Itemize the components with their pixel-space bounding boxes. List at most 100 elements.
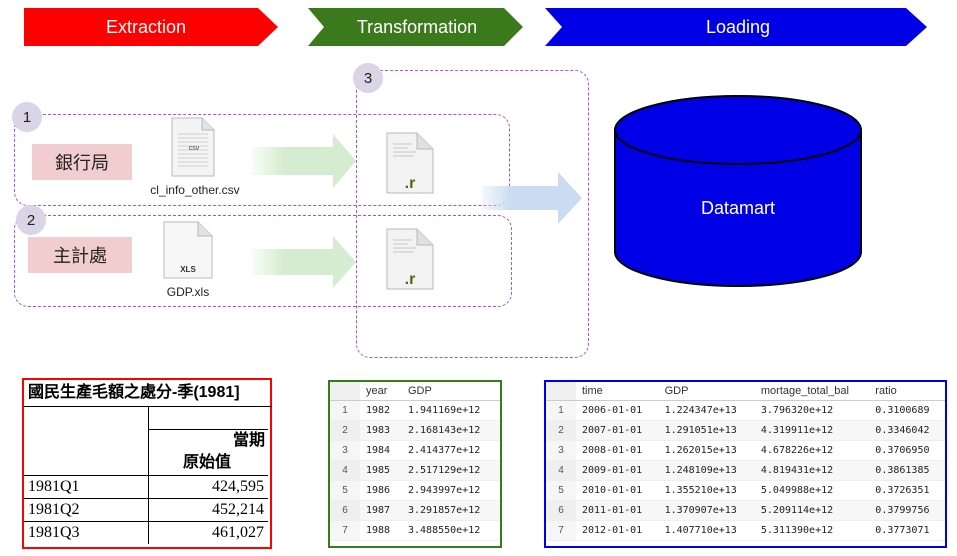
- df-merged-row-index: 2: [546, 420, 576, 441]
- df-merged-row-index: 6: [546, 500, 576, 521]
- df-merged-column-header: GDP: [658, 382, 755, 401]
- gdp-sheet-value: 424,595: [148, 475, 268, 499]
- datamart-label: Datamart: [700, 198, 776, 218]
- loading-label: Loading: [705, 16, 771, 37]
- r-script-icon-1: .r: [386, 132, 434, 194]
- source-group-2: [14, 215, 512, 307]
- extraction-chevron: [24, 8, 278, 46]
- df-merged-cell: 0.3799756: [869, 500, 945, 521]
- df-gdp-cell: 1983: [360, 420, 402, 441]
- xls-file-icon: XLS: [163, 221, 213, 279]
- gdp-sheet-title: 國民生產毛額之處分-季(1981]: [24, 380, 272, 407]
- gdp-sheet-quarter: 1981Q2: [24, 498, 149, 522]
- transformation-label: Transformation: [356, 16, 478, 37]
- df-merged-cell: 0.3346042: [869, 420, 945, 441]
- df-merged-cell: 1.248109e+13: [658, 460, 755, 481]
- df-gdp-row-index: 1: [330, 400, 360, 421]
- gdp-sheet-header-raw: 原始值: [182, 454, 231, 471]
- xls-file-name: GDP.xls: [166, 285, 210, 299]
- source-group-1: [14, 114, 510, 206]
- datamart-cylinder: [614, 95, 862, 287]
- df-merged-column-header: [546, 382, 576, 401]
- df-merged-cell: 1.370907e+13: [658, 500, 755, 521]
- step-number-3: 3: [353, 63, 383, 93]
- arrow-to-datamart: [482, 172, 582, 224]
- extraction-label: Extraction: [105, 16, 187, 37]
- transformation-chevron: [308, 8, 523, 46]
- df-merged-cell: 5.209114e+12: [754, 500, 870, 521]
- df-merged-cell: 0.3861385: [869, 460, 945, 481]
- df-gdp-row-index: 2: [330, 420, 360, 441]
- df-merged-cell: 0.3726351: [869, 480, 945, 501]
- df-merged-cell: 2010-01-01: [576, 480, 659, 501]
- df-merged-row-index: 7: [546, 520, 576, 541]
- df-gdp-cell: 1985: [360, 460, 402, 481]
- df-gdp-cell: 2.168143e+12: [401, 420, 500, 441]
- gdp-sheet-quarter: 1981Q3: [24, 521, 149, 544]
- csv-file-name: cl_info_other.csv: [150, 183, 240, 197]
- xls-icon-text: XLS: [180, 265, 196, 274]
- gdp-sheet-quarter: 1981Q1: [24, 475, 149, 499]
- df-gdp-row-index: 7: [330, 520, 360, 541]
- df-gdp-column-header: GDP: [401, 382, 500, 401]
- step-number-1: 1: [12, 102, 42, 132]
- df-gdp-cell: 2.943997e+12: [401, 480, 500, 501]
- csv-icon-text: csv: [189, 145, 200, 152]
- df-gdp-cell: 3.488550e+12: [401, 520, 500, 541]
- df-merged-column-header: time: [576, 382, 659, 401]
- gdp-sheet-value: 461,027: [148, 521, 268, 544]
- df-gdp-cell: 1.941169e+12: [401, 400, 500, 421]
- df-merged-column-header: ratio: [869, 382, 945, 401]
- df-merged-cell: 1.224347e+13: [658, 400, 755, 421]
- arrow-xls-to-script: [252, 236, 356, 288]
- r-script-icon-2: .r: [386, 228, 434, 290]
- df-merged-row-index: 5: [546, 480, 576, 501]
- df-merged-cell: 0.3100689: [869, 400, 945, 421]
- df-merged-cell: 2009-01-01: [576, 460, 659, 481]
- df-gdp-cell: 1987: [360, 500, 402, 521]
- loading-chevron: [545, 8, 927, 46]
- gdp-sheet-value: 452,214: [148, 498, 268, 522]
- df-merged-row-index: 3: [546, 440, 576, 461]
- df-gdp-row-index: 5: [330, 480, 360, 501]
- df-merged-row-index: 1: [546, 400, 576, 421]
- df-merged-cell: 2011-01-01: [576, 500, 659, 521]
- df-merged-column-header: mortage_total_bal: [754, 382, 870, 401]
- stage-chevrons: [24, 8, 927, 46]
- df-merged-cell: 5.049988e+12: [754, 480, 870, 501]
- df-gdp-cell: 1986: [360, 480, 402, 501]
- df-gdp-row-index: 3: [330, 440, 360, 461]
- df-gdp-cell: 2.414377e+12: [401, 440, 500, 461]
- df-merged-cell: 4.678226e+12: [754, 440, 870, 461]
- df-gdp-cell: 3.291857e+12: [401, 500, 500, 521]
- df-gdp-cell: 2.517129e+12: [401, 460, 500, 481]
- df-merged-cell: 1.407710e+13: [658, 520, 755, 541]
- df-gdp-column-header: [330, 382, 360, 401]
- df-merged-cell: 4.319911e+12: [754, 420, 870, 441]
- df-gdp-row-index: 4: [330, 460, 360, 481]
- transform-group-3: [356, 70, 589, 358]
- df-merged-cell: 2007-01-01: [576, 420, 659, 441]
- gdp-sheet-header-current: 當期: [232, 432, 265, 449]
- df-merged-cell: 1.262015e+13: [658, 440, 755, 461]
- df-merged-cell: 4.819431e+12: [754, 460, 870, 481]
- step-number-2: 2: [16, 205, 46, 235]
